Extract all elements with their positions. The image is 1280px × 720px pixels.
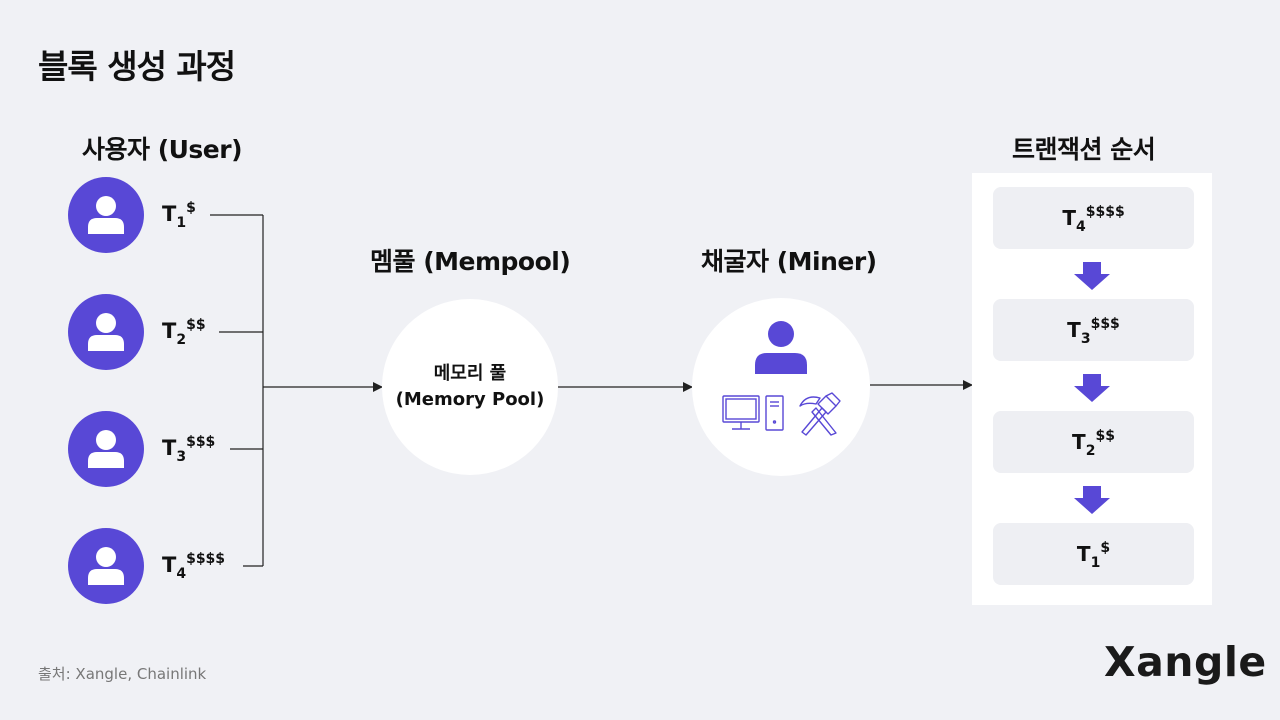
- order-box-3: T2$$: [993, 411, 1194, 473]
- tx-label-4: T4$$$$: [162, 551, 226, 582]
- down-arrow-icon: [1074, 262, 1110, 290]
- user-icon: [88, 196, 124, 234]
- miner-section-label: 채굴자 (Miner): [701, 247, 877, 276]
- user-section-label: 사용자 (User): [82, 135, 243, 164]
- user-icon: [88, 313, 124, 351]
- user-avatar-3: [68, 411, 144, 487]
- user-avatar-2: [68, 294, 144, 370]
- xangle-logo: Xangle: [1104, 638, 1267, 686]
- user-avatar-4: [68, 528, 144, 604]
- order-section-label: 트랜잭션 순서: [1012, 135, 1156, 164]
- tx-label-3: T3$$$: [162, 434, 216, 465]
- tx-label-2: T2$$: [162, 317, 206, 348]
- order-tx-label: T1$: [1076, 540, 1111, 571]
- order-box-4: T1$: [993, 523, 1194, 585]
- mempool-circle: 메모리 풀 (Memory Pool): [382, 299, 558, 475]
- page-title: 블록 생성 과정: [38, 47, 236, 86]
- order-tx-label: T2$$: [1072, 428, 1115, 459]
- order-box-2: T3$$$: [993, 299, 1194, 361]
- mempool-label-en: (Memory Pool): [395, 389, 545, 410]
- computer-icon: [722, 395, 784, 431]
- mempool-section-label: 멤풀 (Mempool): [370, 247, 571, 276]
- miner-circle: [692, 298, 870, 476]
- source-credit: 출처: Xangle, Chainlink: [38, 665, 207, 683]
- order-panel: T4$$$$ T3$$$ T2$$ T1$: [972, 173, 1212, 605]
- miner-user-icon: [755, 321, 807, 374]
- mining-tools-icon: [799, 392, 841, 436]
- user-icon: [88, 547, 124, 585]
- tx-label-1: T1$: [162, 200, 196, 231]
- order-box-1: T4$$$$: [993, 187, 1194, 249]
- order-tx-label: T3$$$: [1067, 316, 1120, 347]
- down-arrow-icon: [1074, 486, 1110, 514]
- down-arrow-icon: [1074, 374, 1110, 402]
- user-avatar-1: [68, 177, 144, 253]
- order-tx-label: T4$$$$: [1062, 204, 1125, 235]
- mempool-label-ko: 메모리 풀: [433, 363, 507, 384]
- user-icon: [88, 430, 124, 468]
